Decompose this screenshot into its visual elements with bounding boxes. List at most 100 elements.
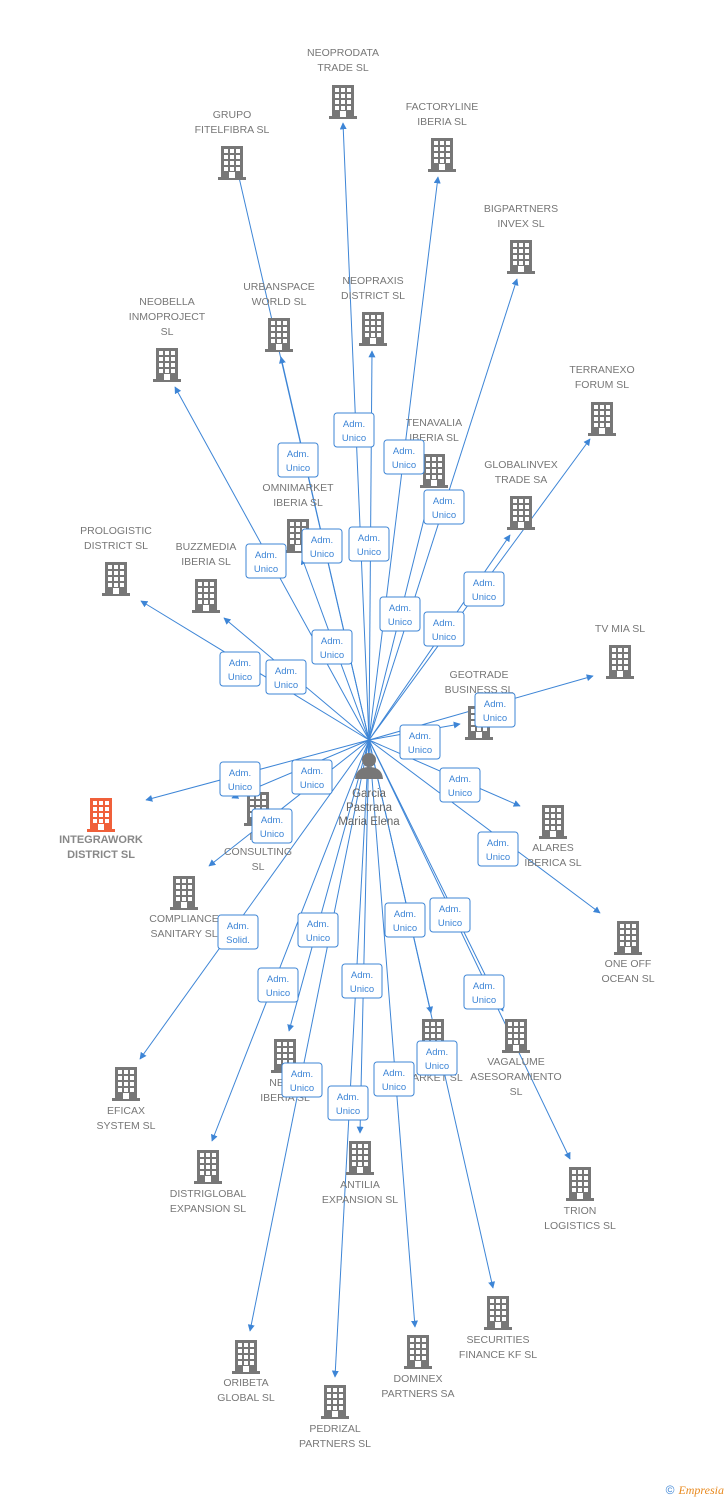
company-label-oneoff: ONE OFF xyxy=(605,958,652,970)
company-label-alares: ALARES xyxy=(532,842,573,854)
company-label-neobella: INMOPROJECT xyxy=(129,311,206,323)
role-badge-bigpartners[interactable]: Adm.Unico xyxy=(423,611,465,647)
company-label-vagalume: ASESORAMIENTO xyxy=(470,1071,561,1083)
role-badge-neom[interactable]: Adm.Unico xyxy=(297,912,339,948)
role-badge-antilia[interactable]: Adm.Unico xyxy=(341,963,383,999)
role-badge-dominex[interactable]: Adm.Unico xyxy=(373,1061,415,1097)
company-node-tvmia[interactable]: TV MIA SL xyxy=(595,623,645,679)
company-label-distriglobal: DISTRIGLOBAL xyxy=(170,1188,247,1200)
role-badge-urbanspace[interactable]: Adm.Unico xyxy=(301,528,343,564)
role-badge-trion[interactable]: Adm.Unico xyxy=(384,902,426,938)
role-badge-vagalume[interactable]: Adm.Unico xyxy=(463,974,505,1010)
role-badge-prologistic[interactable]: Adm.Unico xyxy=(219,651,261,687)
company-label-inatrade: CONSULTING xyxy=(224,846,292,858)
role-badge-oribeta[interactable]: Adm.Unico xyxy=(281,1062,323,1098)
role-badge-geotrade[interactable]: Adm.Unico xyxy=(399,724,441,760)
role-badge-tenavalia[interactable]: Adm.Unico xyxy=(423,489,465,525)
role-badge-pedrizal[interactable]: Adm.Unico xyxy=(327,1085,369,1121)
edge-inatrade xyxy=(208,739,370,867)
role-badge-grupo[interactable]: Adm.Unico xyxy=(277,442,319,478)
company-label-trion: LOGISTICS SL xyxy=(544,1220,616,1232)
role-badge-buzzmedia[interactable]: Adm.Unico xyxy=(265,659,307,695)
role-badge-line-1: Adm. xyxy=(426,1047,448,1058)
company-label-compliance: COMPLIANCE xyxy=(149,913,218,925)
role-badge-line-2: Unico xyxy=(266,988,290,999)
building-icon xyxy=(484,1296,512,1330)
edge-pedrizal xyxy=(331,739,370,1378)
edge-vagalume xyxy=(368,739,504,1012)
building-icon xyxy=(329,85,357,119)
role-badge-line-1: Adm. xyxy=(383,1068,405,1079)
role-badge-line-1: Adm. xyxy=(484,699,506,710)
role-badge-tvmia[interactable]: Adm. Unico xyxy=(474,692,516,728)
company-label-omnimarket: IBERIA SL xyxy=(273,497,323,509)
company-label-eficax: SYSTEM SL xyxy=(97,1120,156,1132)
building-icon xyxy=(606,645,634,679)
role-badge-line-1: Adm. xyxy=(267,974,289,985)
company-label-antilia: ANTILIA xyxy=(340,1179,380,1191)
role-badge-inatrade[interactable]: Adm.Unico xyxy=(291,759,333,795)
role-badge-terranexo[interactable]: Adm.Unico xyxy=(463,571,505,607)
role-badge-omnimarket[interactable]: Adm.Unico xyxy=(311,629,353,665)
company-label-antilia: EXPANSION SL xyxy=(322,1194,398,1206)
center-label-line-2: Pastrana xyxy=(346,802,393,814)
company-label-globalinvex: GLOBALINVEX xyxy=(484,459,558,471)
role-badge-line-2: Unico xyxy=(290,1083,314,1094)
role-badge-neobella[interactable]: Adm.Unico xyxy=(245,543,287,579)
role-badge-line-2: Unico xyxy=(486,852,510,863)
role-badge-globalinvex[interactable]: Adm.Unico xyxy=(379,596,421,632)
role-badge-market[interactable]: Adm.Unico xyxy=(429,897,471,933)
role-badge-line-2: Unico xyxy=(472,592,496,603)
company-label-bigpartners: BIGPARTNERS xyxy=(484,203,558,215)
role-badge-line-1: Adm. xyxy=(307,919,329,930)
role-badge-oneoff[interactable]: Adm.Unico xyxy=(477,831,519,867)
role-badge-line-1: Adm. xyxy=(255,550,277,561)
building-icon xyxy=(232,1340,260,1374)
role-badge-neoprodata[interactable]: Adm.Unico xyxy=(333,412,375,448)
company-label-prologistic: PROLOGISTIC xyxy=(80,525,152,537)
building-icon xyxy=(265,318,293,352)
role-badge-alares[interactable]: Adm.Unico xyxy=(439,767,481,803)
company-node-antilia[interactable]: ANTILIA EXPANSION SL xyxy=(322,1141,398,1206)
role-badge-line-1: Adm. xyxy=(321,636,343,647)
role-badge-integrawork[interactable]: Adm.Unico xyxy=(219,761,261,797)
company-label-terranexo: TERRANEXO xyxy=(569,364,634,376)
role-badge-compliance[interactable]: Adm.Unico xyxy=(251,808,293,844)
role-badge-line-1: Adm. xyxy=(261,815,283,826)
center-person-node[interactable]: Garcia Pastrana Maria Elena xyxy=(338,753,400,828)
building-icon xyxy=(218,146,246,180)
company-label-grupo: FITELFIBRA SL xyxy=(195,124,270,136)
role-badge-factoryline[interactable]: Adm.Unico xyxy=(383,439,425,475)
company-label-pedrizal: PARTNERS SL xyxy=(299,1438,371,1450)
role-badge-neopraxis[interactable]: Adm.Unico xyxy=(348,526,390,562)
role-badge-securities[interactable]: Adm.Unico xyxy=(416,1040,458,1076)
role-badge-eficax[interactable]: Adm.Solid. xyxy=(217,914,259,950)
role-badge-line-2: Unico xyxy=(483,713,507,724)
company-label-dominex: DOMINEX xyxy=(393,1373,442,1385)
role-badge-distriglobal[interactable]: Adm. Unico xyxy=(257,967,299,1003)
